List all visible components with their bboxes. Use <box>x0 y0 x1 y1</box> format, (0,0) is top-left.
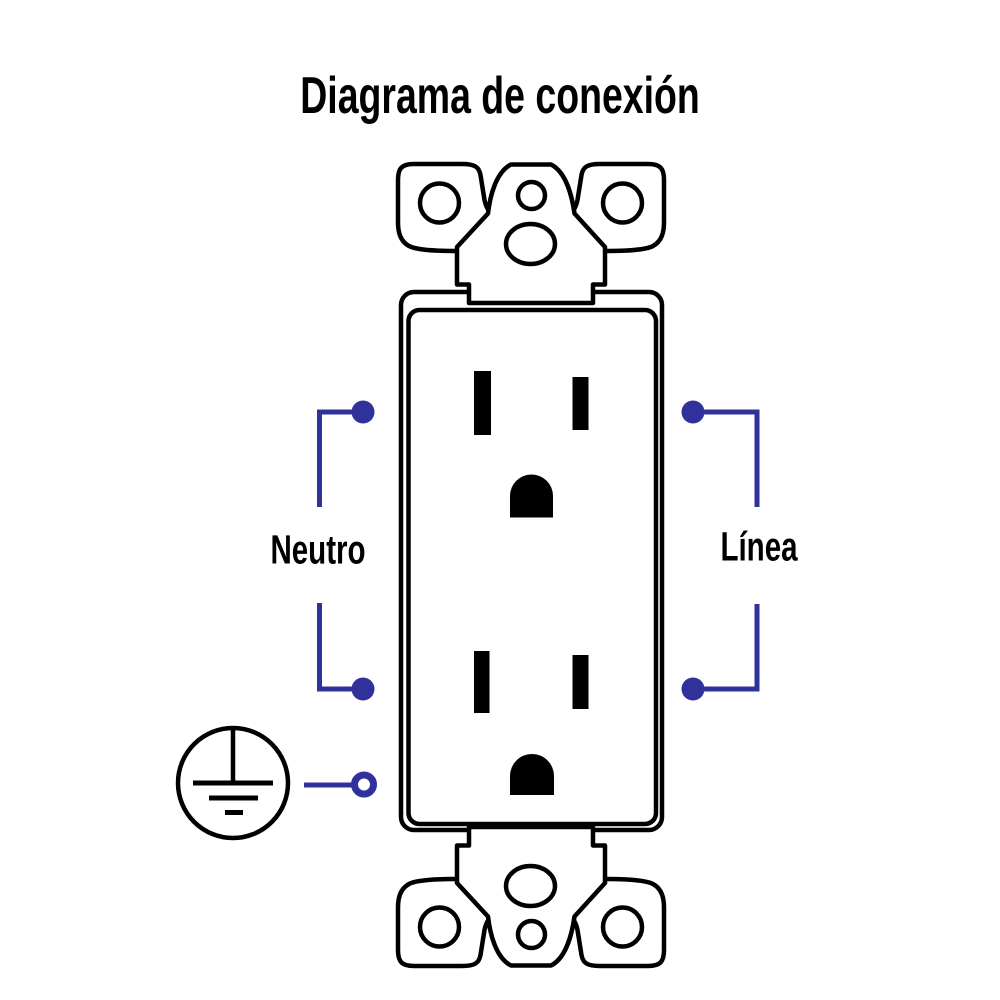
outlet-face <box>406 307 659 827</box>
ground-symbol-icon <box>175 725 291 841</box>
line-terminal-dot-lower <box>681 677 705 701</box>
mounting-screw-hole-right <box>600 181 645 225</box>
line-bracket-lower <box>693 604 760 692</box>
strap-small-hole <box>515 179 548 212</box>
neutral-bracket-lower <box>317 603 363 692</box>
neutral-slot-lower <box>474 651 490 713</box>
ground-hole-lower <box>510 754 554 795</box>
line-terminal-dot-upper <box>681 400 705 424</box>
strap-oval-hole <box>503 221 558 267</box>
page-title: Diagrama de conexión <box>300 67 700 125</box>
ground-hole-upper <box>510 474 553 518</box>
neutral-bracket-upper <box>317 409 363 507</box>
ground-terminal-ring <box>351 771 377 798</box>
neutral-terminal-dot-lower <box>351 677 375 701</box>
neutral-slot-upper <box>474 371 491 435</box>
mounting-screw-hole-left <box>417 181 462 225</box>
bottom-mounting-strap <box>398 827 664 966</box>
line-bracket-upper <box>693 409 760 507</box>
line-slot-upper <box>572 377 589 430</box>
line-slot-lower <box>572 655 589 709</box>
line-label: Línea <box>720 523 798 570</box>
neutral-label: Neutro <box>270 526 366 573</box>
top-mounting-strap <box>395 161 667 306</box>
neutral-terminal-dot-upper <box>351 400 375 424</box>
